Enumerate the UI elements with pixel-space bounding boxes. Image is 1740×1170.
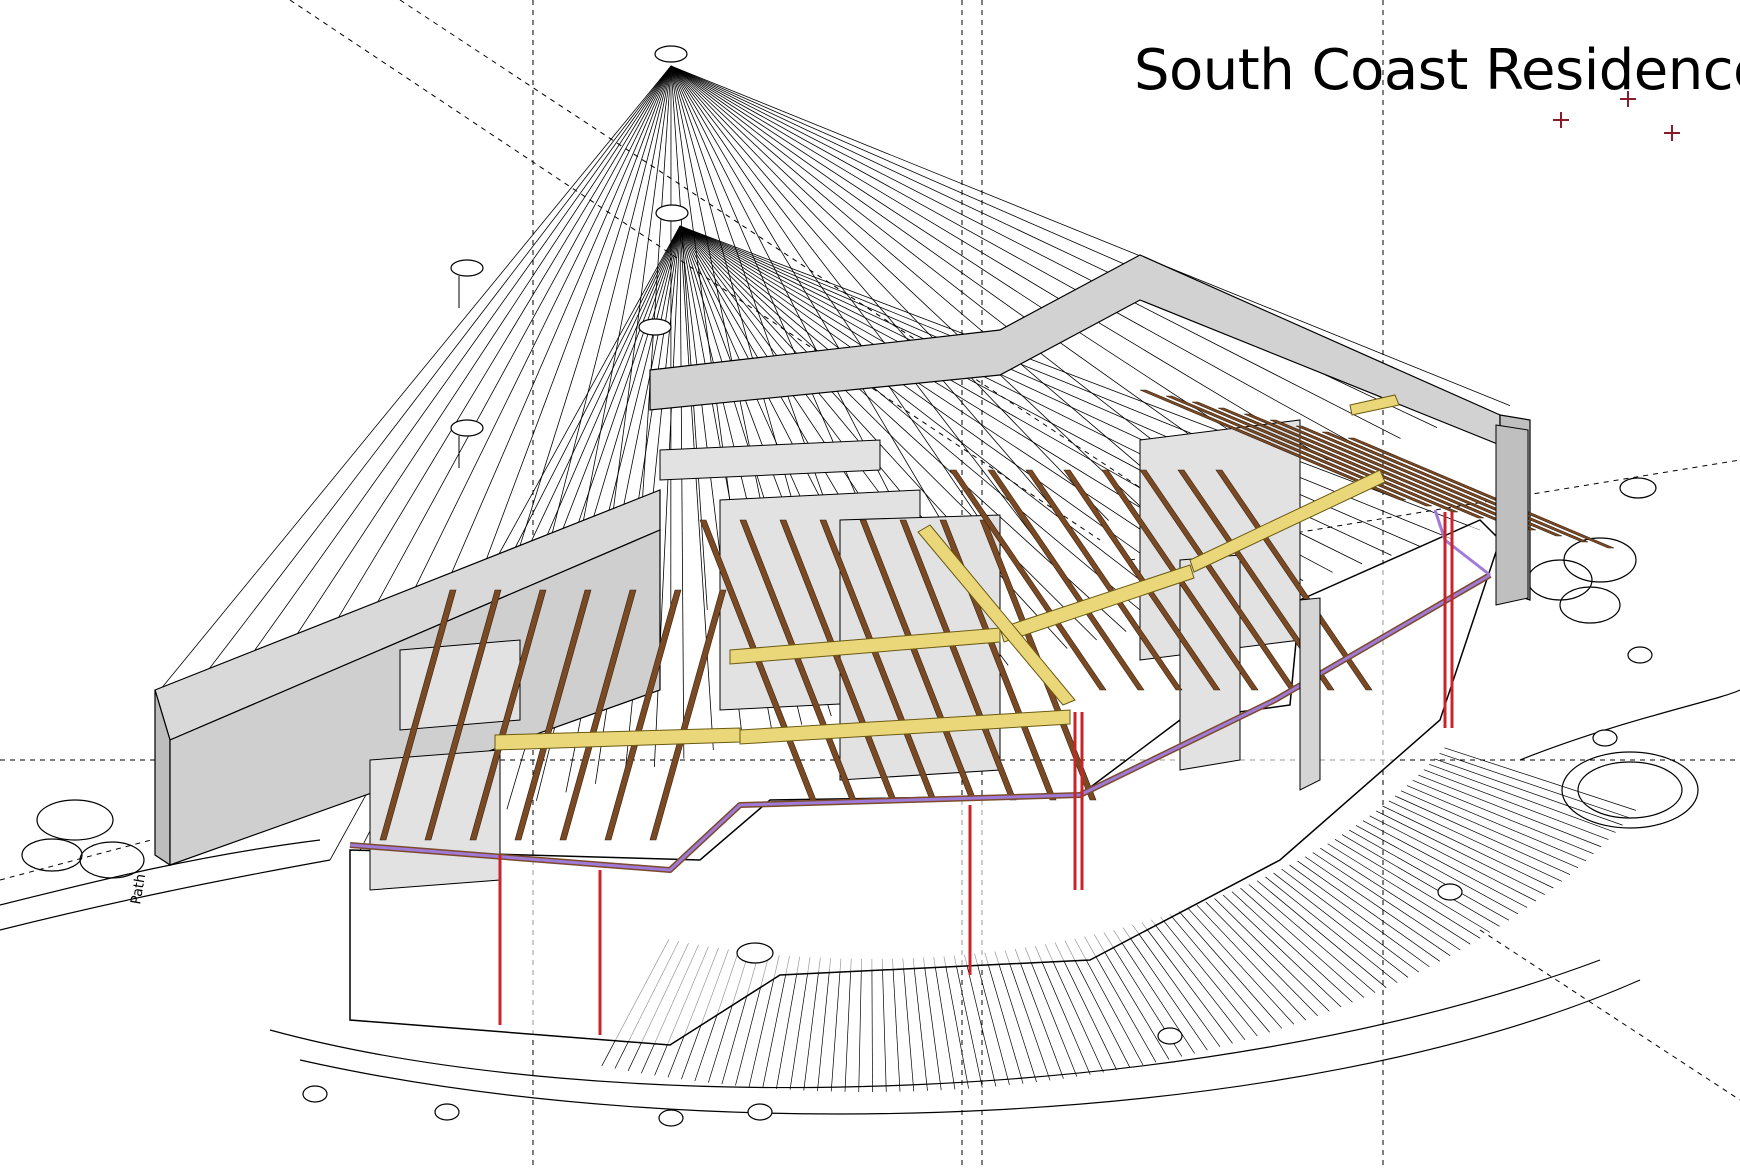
rafter — [988, 470, 1144, 690]
drawing-line — [831, 959, 841, 1092]
drawing-line — [845, 959, 851, 1092]
drawing-line — [1035, 946, 1090, 1075]
drawing-line — [680, 226, 684, 758]
drawing-line — [923, 958, 941, 1091]
drawing-line — [859, 959, 862, 1092]
drawing-line — [1249, 884, 1375, 992]
drawing-line — [1005, 950, 1050, 1080]
drawing-line — [671, 66, 707, 610]
drawing-line — [1161, 917, 1258, 1036]
drawing-line — [872, 959, 873, 1092]
drawing-line — [817, 958, 830, 1091]
drawing-line — [882, 959, 886, 1092]
drawing-line — [1215, 899, 1330, 1012]
rafter — [650, 590, 726, 840]
drawing-line — [934, 957, 955, 1089]
drawing-title: South Coast Residence — [1134, 38, 1740, 103]
drawing-line — [1395, 796, 1570, 875]
drawing-line — [671, 66, 1328, 460]
drawing-line — [1401, 791, 1578, 868]
drawing-line — [995, 952, 1037, 1083]
drawing-line — [680, 226, 713, 750]
drawing-line — [1265, 877, 1397, 983]
drawing-line — [1439, 753, 1629, 817]
drawing-line — [1151, 920, 1245, 1040]
drawing-line — [776, 957, 799, 1089]
drawing-line — [893, 959, 901, 1092]
drawing-line — [954, 956, 982, 1088]
drawing-line — [903, 958, 914, 1091]
drawing-line — [1434, 759, 1622, 825]
drawing-line — [1389, 801, 1562, 881]
drawing-line — [1240, 888, 1363, 997]
drawing-line — [1188, 908, 1294, 1024]
drawing-line — [804, 958, 821, 1091]
drawing-line — [1142, 923, 1233, 1044]
drawing-line — [1444, 748, 1635, 811]
drawing-line — [1025, 948, 1077, 1077]
drawing-line — [790, 957, 810, 1089]
drawing-line — [1197, 905, 1306, 1020]
drawing-line — [671, 66, 926, 565]
drawing-line — [671, 66, 963, 557]
drawing-line — [913, 958, 927, 1091]
drawing-line — [944, 956, 969, 1088]
path-label: Path — [128, 873, 149, 906]
drawing-line — [1257, 881, 1386, 988]
drawing-line — [1170, 914, 1270, 1032]
